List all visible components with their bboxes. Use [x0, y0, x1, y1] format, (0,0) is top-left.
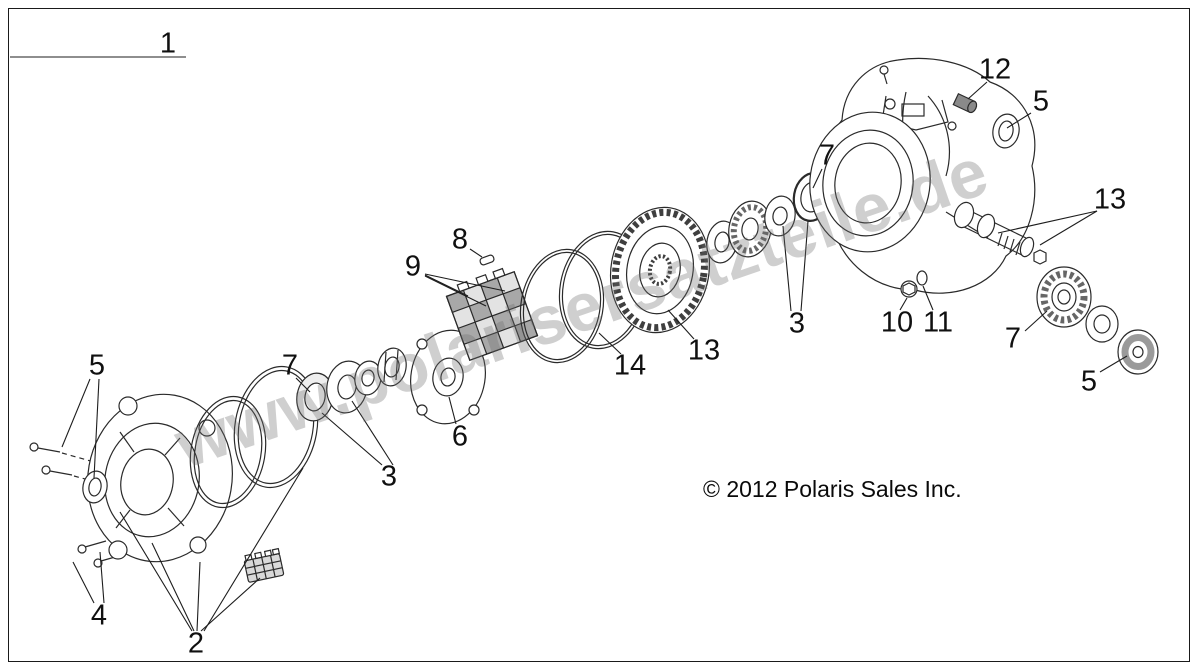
end-cap	[1117, 329, 1159, 375]
main-housing	[809, 57, 1036, 294]
roll-pin	[479, 254, 495, 266]
output-washer	[1085, 305, 1119, 343]
leader-line	[321, 412, 383, 466]
leader-line	[200, 577, 261, 632]
callout-8: 8	[451, 223, 469, 256]
leader-line	[782, 225, 792, 312]
leader-line	[203, 467, 304, 632]
leader-line	[1099, 355, 1128, 373]
callout-10: 10	[880, 306, 914, 339]
splined-hub	[377, 347, 407, 387]
seal-left	[82, 470, 108, 504]
gasket-ring	[189, 395, 267, 509]
leader-line	[151, 542, 195, 632]
leader-line	[667, 309, 695, 340]
output-bearing	[1036, 266, 1092, 328]
leader-line	[93, 378, 100, 479]
center-bearings	[706, 195, 796, 264]
seal-bearing-left	[296, 372, 334, 422]
callout-2: 2	[187, 627, 205, 660]
leader-line	[424, 274, 469, 297]
leader-line	[1006, 112, 1032, 129]
callout-7: 7	[281, 349, 299, 382]
leader-line	[469, 248, 483, 258]
callout-11: 11	[922, 306, 954, 339]
leader-line	[119, 511, 193, 632]
leader-line	[295, 377, 311, 393]
o-ring	[233, 365, 319, 489]
fill-plug	[952, 92, 978, 114]
leader-line	[922, 285, 934, 311]
leader-line	[99, 551, 105, 604]
callout-5: 5	[88, 349, 106, 382]
leader-line	[351, 400, 394, 466]
leader-line	[967, 81, 988, 100]
leader-line	[1039, 210, 1098, 246]
ring-gear	[609, 206, 711, 334]
leader-line	[800, 220, 809, 312]
clutch-pack	[445, 267, 539, 362]
spacer-block	[243, 547, 285, 583]
diagram-border	[8, 8, 1190, 662]
callout-5: 5	[1032, 85, 1050, 118]
leader-line	[72, 561, 95, 604]
leader-line	[448, 396, 457, 425]
washers	[326, 360, 382, 414]
leader-line	[598, 332, 622, 355]
leader-line	[899, 297, 908, 311]
pinion-shaft	[953, 201, 1047, 265]
copyright-text: © 2012 Polaris Sales Inc.	[703, 476, 962, 502]
callout-6: 6	[451, 420, 469, 453]
callout-5: 5	[1080, 365, 1098, 398]
callout-13: 13	[1093, 183, 1127, 216]
callout-12: 12	[978, 53, 1012, 86]
left-cover	[87, 393, 233, 563]
leader-line	[196, 561, 201, 632]
drain-plug	[900, 270, 928, 298]
callout-9: 9	[404, 250, 422, 283]
callout-3: 3	[380, 460, 398, 493]
leader-line	[812, 168, 823, 189]
callout-3: 3	[788, 307, 806, 340]
callout-4: 4	[90, 599, 108, 632]
callout-7: 7	[818, 139, 836, 172]
leader-line	[424, 273, 506, 292]
leader-line	[61, 378, 91, 448]
leader-line	[997, 210, 1098, 234]
callout-7: 7	[1004, 322, 1022, 355]
leader-lines	[10, 56, 1128, 632]
callout-1: 1	[159, 27, 177, 60]
leader-line	[424, 275, 487, 307]
callout-13: 13	[687, 334, 721, 367]
leader-line	[1024, 310, 1048, 332]
callout-14: 14	[613, 349, 647, 382]
